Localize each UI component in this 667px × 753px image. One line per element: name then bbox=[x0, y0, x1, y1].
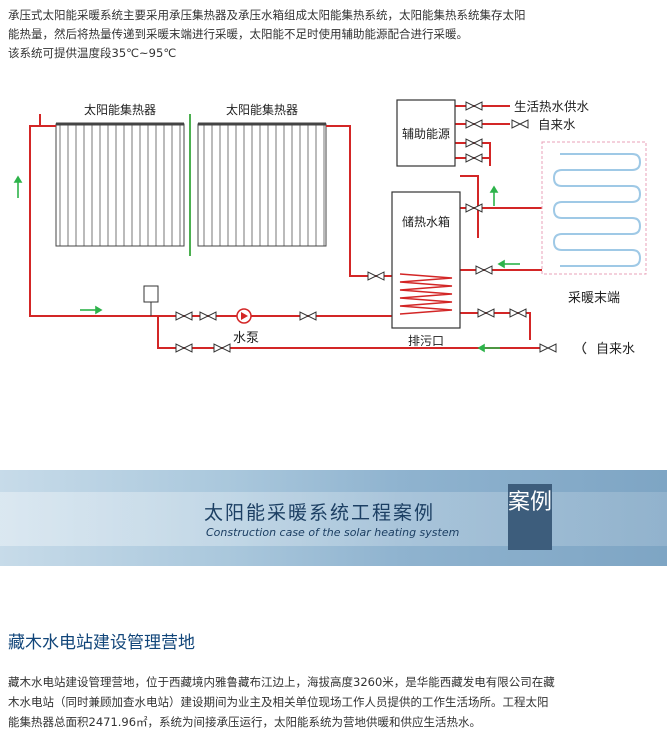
water-pump: 水泵 bbox=[233, 308, 259, 346]
valve bbox=[199, 311, 210, 321]
banner-title-cn: 太阳能采暖系统工程案例 bbox=[204, 502, 436, 524]
case-desc-line-1: 藏木水电站建设管理营地，位于西藏境内雅鲁藏布江边上，海拔高度3260米，是华能西… bbox=[8, 675, 555, 689]
collector-1-label: 太阳能集热器 bbox=[84, 102, 156, 117]
valve bbox=[367, 271, 378, 281]
valve bbox=[511, 119, 522, 129]
solar-collector-1: 太阳能集热器 bbox=[55, 102, 185, 247]
heat-exchanger-coil bbox=[399, 273, 453, 315]
drain-label: 排污口 bbox=[408, 334, 444, 348]
valve bbox=[465, 138, 476, 148]
banner-title-en: Construction case of the solar heating s… bbox=[206, 526, 460, 539]
banner-tag-text: 案例 bbox=[508, 490, 553, 515]
heating-terminal: 采暖末端 bbox=[541, 141, 647, 306]
intro-line-3: 该系统可提供温度段35℃~95℃ bbox=[8, 46, 177, 60]
tank-label: 储热水箱 bbox=[402, 214, 450, 229]
case-desc-line-3: 能集热器总面积2471.96㎡，系统为间接承压运行，太阳能系统为营地供暖和供应生… bbox=[8, 715, 482, 729]
case-title: 藏木水电站建设管理营地 bbox=[8, 633, 195, 653]
intro-line-1: 承压式太阳能采暖系统主要采用承压集热器及承压水箱组成太阳能集热系统，太阳能集热系… bbox=[8, 8, 526, 22]
hot-water-supply-label: 生活热水供水 bbox=[514, 99, 590, 114]
valve bbox=[175, 343, 186, 353]
solar-collector-2: 太阳能集热器 bbox=[197, 102, 327, 247]
valve bbox=[299, 311, 310, 321]
auxiliary-energy-unit: 辅助能源 bbox=[396, 99, 456, 167]
pump-label: 水泵 bbox=[233, 331, 259, 346]
heating-terminal-label: 采暖末端 bbox=[568, 291, 620, 306]
valve bbox=[465, 119, 476, 129]
valve bbox=[509, 308, 520, 318]
expansion-tank bbox=[143, 285, 159, 303]
intro-line-2: 能热量，然后将热量传递到采暖末端进行采暖，太阳能不足时使用辅助能源配合进行采暖。 bbox=[8, 27, 468, 41]
heating-system-schematic: 太阳能集热器 太阳能集热器 辅助能源 储热水箱 排污口 采暖末 bbox=[13, 99, 647, 357]
aux-label: 辅助能源 bbox=[402, 127, 450, 141]
tap-water-bottom-label: 自来水 bbox=[596, 342, 635, 357]
valve bbox=[465, 203, 476, 213]
case-description: 藏木水电站建设管理营地，位于西藏境内雅鲁藏布江边上，海拔高度3260米，是华能西… bbox=[8, 672, 658, 732]
valve bbox=[465, 101, 476, 111]
valves bbox=[175, 101, 557, 353]
valve bbox=[475, 265, 486, 275]
case-banner: 太阳能采暖系统工程案例 Construction case of the sol… bbox=[0, 470, 667, 566]
valve bbox=[465, 153, 476, 163]
tap-inlet-icon bbox=[582, 341, 587, 355]
valve bbox=[477, 308, 488, 318]
valve bbox=[539, 343, 550, 353]
banner-tag: 案例 bbox=[508, 484, 552, 550]
intro-text: 承压式太阳能采暖系统主要采用承压集热器及承压水箱组成太阳能集热系统，太阳能集热系… bbox=[8, 6, 658, 63]
collector-2-label: 太阳能集热器 bbox=[226, 102, 298, 117]
case-desc-line-2: 木水电站（同时兼顾加查水电站）建设期间为业主及相关单位现场工作人员提供的工作生活… bbox=[8, 695, 549, 709]
valve bbox=[175, 311, 186, 321]
valve bbox=[213, 343, 224, 353]
storage-tank: 储热水箱 排污口 bbox=[391, 191, 461, 348]
tap-water-top-label: 自来水 bbox=[538, 117, 576, 132]
flow-arrows bbox=[13, 175, 520, 353]
